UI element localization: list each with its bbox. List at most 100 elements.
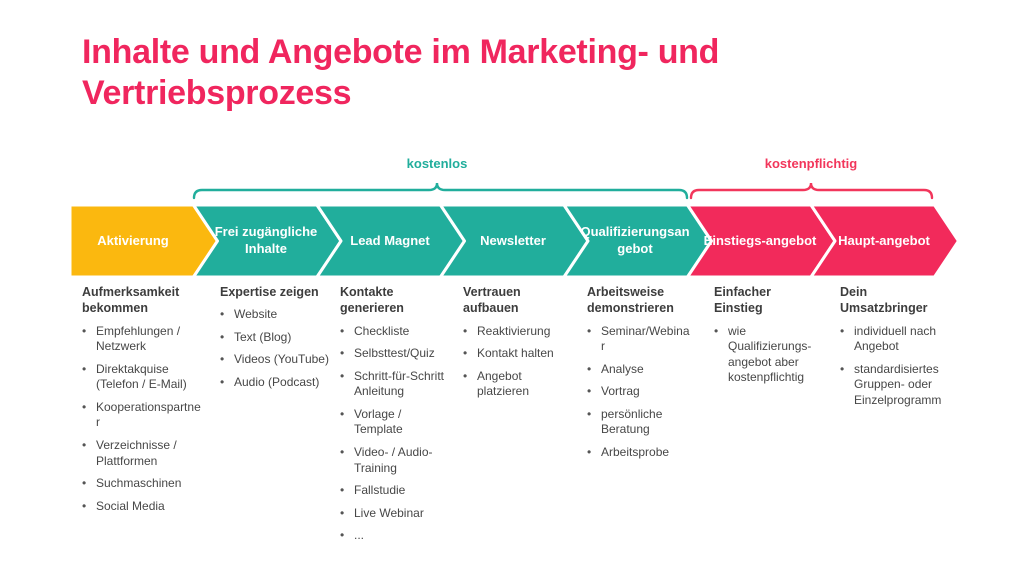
list-item-text: Checkliste xyxy=(354,323,410,338)
list-item: •Checkliste xyxy=(340,324,444,340)
column-list: •individuell nach Angebot•standardisiert… xyxy=(840,324,956,409)
stage-column-lead-magnet: Kontakte generieren •Checkliste•Selbstte… xyxy=(340,284,444,551)
list-item: • Angebot platzieren xyxy=(463,369,563,400)
list-item: • standardisiertes Gruppen- oder Einzelpr… xyxy=(840,362,956,409)
bullet-icon: • xyxy=(463,346,468,361)
bullet-icon: • xyxy=(340,406,345,421)
bullet-icon: • xyxy=(714,323,719,338)
stage-column-frei-zugaengliche: Expertise zeigen • Website • Text (Blog) • Vi… xyxy=(220,284,332,398)
list-item-text: standardisiertes Gruppen- oder Einzelpro… xyxy=(854,361,942,407)
stage-column-aktivierung: Aufmerksamkeit bekommen •Empfehlungen / … xyxy=(82,284,204,521)
column-list: • Reaktivierung • Kontakt halten • Angebot pl… xyxy=(463,324,563,400)
list-item-text: Videos (YouTube) xyxy=(234,352,329,367)
stage-label-frei-zugaengliche: Frei zugängliche Inhalte xyxy=(214,224,318,256)
list-item-text: Kooperationspartner xyxy=(96,399,201,430)
list-item-text: wie Qualifizierungs-angebot aber kostenp… xyxy=(728,323,812,385)
list-item-text: Verzeichnisse / Plattformen xyxy=(96,438,177,468)
list-item: •... xyxy=(340,528,444,544)
stage-label-newsletter: Newsletter xyxy=(480,232,546,248)
list-item: • Reaktivierung xyxy=(463,324,563,340)
list-item-text: Suchmaschinen xyxy=(96,476,182,491)
list-item: •Verzeichnisse / Plattformen xyxy=(82,438,204,469)
list-item-text: ... xyxy=(354,528,365,543)
process-arrow-band xyxy=(68,203,960,279)
list-item-text: Audio (Podcast) xyxy=(234,375,320,390)
column-heading: Dein Umsatzbringer xyxy=(840,285,928,316)
bullet-icon: • xyxy=(587,361,592,376)
bullet-icon: • xyxy=(220,307,225,322)
stage-column-einstiegsangebot: Einfacher Einstieg •wie Qualifizierungs-… xyxy=(714,284,822,393)
bullet-icon: • xyxy=(220,375,225,390)
column-heading: Arbeitsweise demonstrieren xyxy=(587,285,674,316)
bullet-icon: • xyxy=(463,368,468,383)
column-list: •Seminar/Webinar•Analyse•Vortrag•persönl… xyxy=(587,324,691,461)
list-item: • Schritt-für-Schritt Anleitung xyxy=(340,369,444,400)
list-item-text: Reaktivierung xyxy=(477,323,551,338)
bullet-icon: • xyxy=(340,483,345,498)
list-item-text: Analyse xyxy=(601,361,644,376)
list-item: • Analyse xyxy=(587,362,691,378)
list-item-text: Live Webinar xyxy=(354,505,424,520)
kostenlos-bracket xyxy=(192,182,689,200)
list-item: • Video- / Audio-Training xyxy=(340,445,444,476)
list-item-text: Fallstudie xyxy=(354,483,406,498)
bullet-icon: • xyxy=(840,323,845,338)
list-item: •Empfehlungen / Netzwerk xyxy=(82,324,204,355)
bullet-icon: • xyxy=(82,498,87,513)
column-heading: Vertrauen aufbauen xyxy=(463,285,521,316)
list-item: • Seminar/Webinar xyxy=(587,324,691,355)
bullet-icon: • xyxy=(340,445,345,460)
list-item-text: Direktakquise (Telefon / E-Mail) xyxy=(96,361,187,392)
bullet-icon: • xyxy=(82,476,87,491)
list-item: •Arbeitsprobe xyxy=(587,445,691,461)
column-list: •Checkliste•Selbsttest/Quiz•Schritt-für-… xyxy=(340,324,444,545)
list-item-text: Vorlage / Template xyxy=(354,406,403,437)
list-item-text: Selbsttest/Quiz xyxy=(354,346,435,361)
bullet-icon: • xyxy=(840,361,845,376)
stage-label-aktivierung: Aktivierung xyxy=(97,232,169,248)
list-item-text: Seminar/Webinar xyxy=(601,323,690,354)
bullet-icon: • xyxy=(340,368,345,383)
bullet-icon: • xyxy=(220,352,225,367)
list-item: •Live Webinar xyxy=(340,506,444,522)
list-item-text: Kontakt halten xyxy=(477,346,554,361)
bracket-graphics xyxy=(192,182,934,200)
column-heading: Kontakte generieren xyxy=(340,285,404,316)
bullet-icon: • xyxy=(340,528,345,543)
bullet-icon: • xyxy=(340,346,345,361)
list-item: • Audio (Podcast) xyxy=(220,375,332,391)
stage-column-hauptangebot: Dein Umsatzbringer •individuell nach Ang… xyxy=(840,284,956,415)
list-item-text: Website xyxy=(234,307,278,322)
list-item: • Direktakquise (Telefon / E-Mail) xyxy=(82,362,204,393)
stage-column-newsletter: Vertrauen aufbauen • Reaktivierung • Kontak… xyxy=(463,284,563,407)
list-item-text: Schritt-für-Schritt Anleitung xyxy=(354,368,445,399)
bullet-icon: • xyxy=(587,384,592,399)
bullet-icon: • xyxy=(82,361,87,376)
list-item: • Vorlage / Template xyxy=(340,407,444,438)
list-item-text: Text (Blog) xyxy=(234,329,292,344)
list-item-text: Empfehlungen / Netzwerk xyxy=(96,323,181,354)
list-item-text: Video- / Audio-Training xyxy=(354,445,433,475)
column-list: •Empfehlungen / Netzwerk•Direktakquise (… xyxy=(82,324,204,515)
list-item: •Kooperationspartner xyxy=(82,400,204,431)
list-item: • Videos (YouTube) xyxy=(220,352,332,368)
stage-arrow-hauptangebot xyxy=(809,203,960,279)
list-item-text: persönliche Beratung xyxy=(601,406,663,437)
stage-label-lead-magnet: Lead Magnet xyxy=(350,232,430,248)
list-item: • Suchmaschinen xyxy=(82,476,204,492)
column-heading: Aufmerksamkeit bekommen xyxy=(82,285,180,316)
list-item: •Social Media xyxy=(82,499,204,515)
bullet-icon: • xyxy=(220,329,225,344)
bullet-icon: • xyxy=(587,323,592,338)
list-item-text: Angebot platzieren xyxy=(477,368,530,399)
list-item: • Text (Blog) xyxy=(220,330,332,346)
stage-label-einstiegsangebot: Einstiegs-angebot xyxy=(703,232,817,248)
list-item: • Vortrag xyxy=(587,384,691,400)
list-item: • Kontakt halten xyxy=(463,346,563,362)
bullet-icon: • xyxy=(463,323,468,338)
column-heading: Expertise zeigen xyxy=(220,285,319,299)
list-item-text: Vortrag xyxy=(601,384,640,399)
kostenpflichtig-label: kostenpflichtig xyxy=(764,156,858,171)
list-item-text: Arbeitsprobe xyxy=(601,445,670,460)
